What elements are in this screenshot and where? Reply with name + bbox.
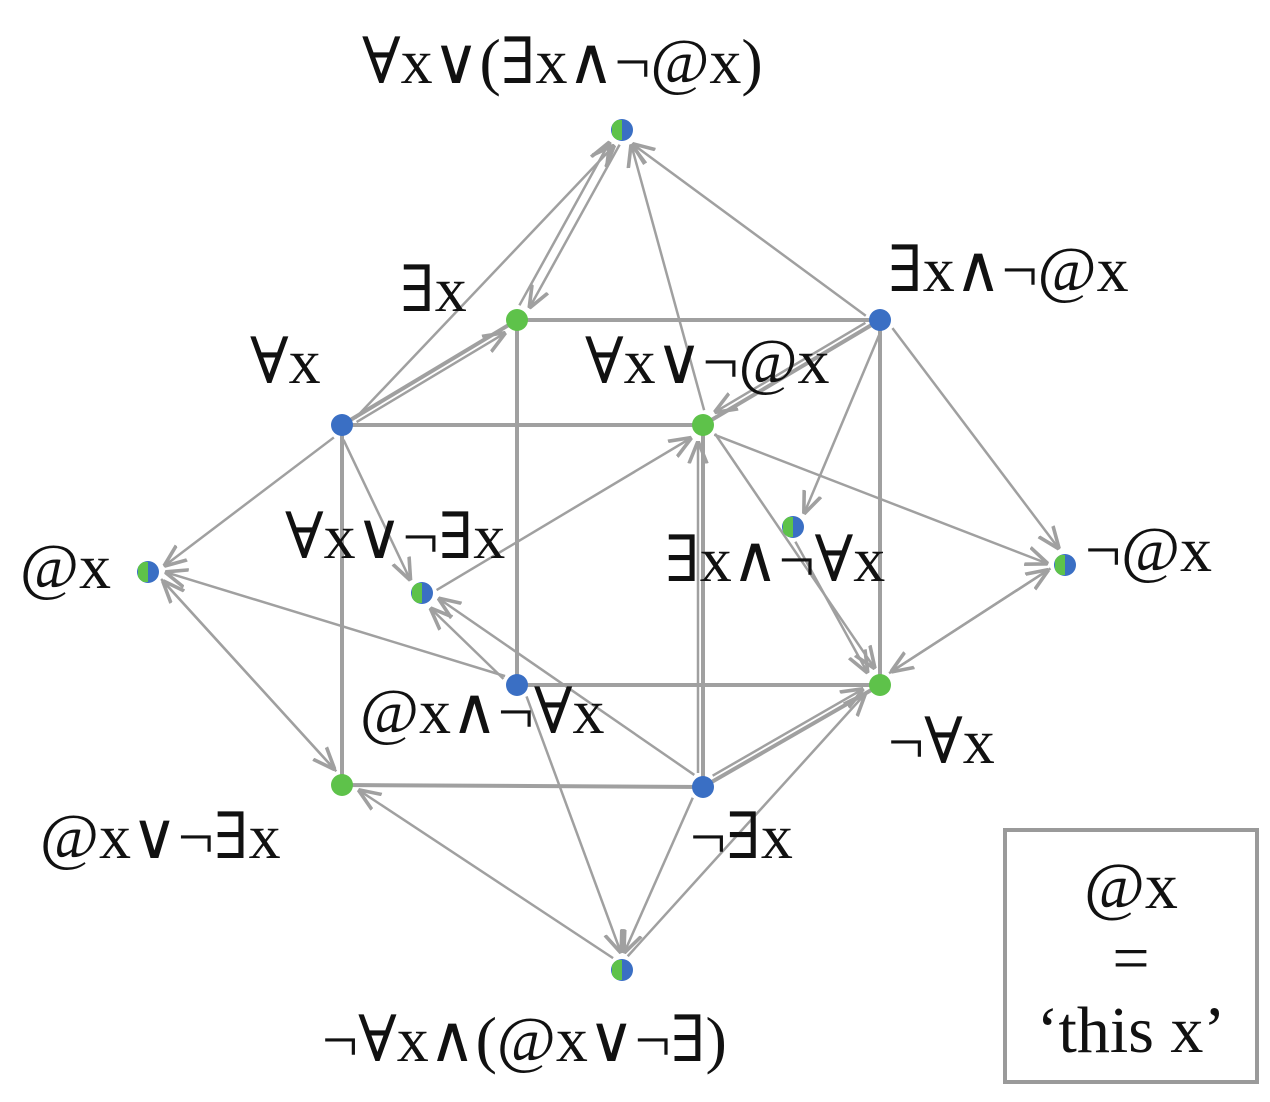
arrow-bot-atNE: [358, 790, 614, 960]
arrow-atNE-at: [162, 580, 338, 773]
node-NE: [692, 776, 714, 798]
node-label-EnNA: ∃x∧¬∀x: [665, 524, 886, 595]
arrow-A-E: [355, 333, 506, 424]
edge-A-E: [340, 318, 519, 427]
arrow-nat-NA: [891, 567, 1052, 672]
arrow-A-AvNE: [342, 439, 411, 581]
node-label-nat: ¬@x: [1085, 514, 1213, 585]
arrow-AN-NA: [713, 433, 875, 669]
legend-meaning: ‘this x’: [1036, 994, 1226, 1067]
node-EnNA: [782, 516, 804, 538]
node-label-bot: ¬∀x∧(@x∨¬∃): [322, 1004, 727, 1075]
arrow-E-top: [518, 142, 609, 306]
arrow-NE-AvNE: [438, 598, 696, 776]
arrow-AvNE-AN: [435, 438, 692, 592]
node-label-at: @x: [20, 531, 111, 602]
arrow-atNA-bot: [525, 695, 622, 953]
node-label-AvNE: ∀x∨¬∃x: [285, 501, 506, 572]
arrow-NE-bot: [624, 797, 694, 954]
arrow-atNA-at: [165, 572, 506, 678]
arrow-NE-NA: [712, 689, 864, 777]
node-label-atNA: @x∧¬∀x: [360, 676, 605, 747]
arrow-EN-AN: [714, 321, 867, 413]
arrow-A-at: [164, 436, 335, 566]
node-label-E: ∃x: [400, 254, 467, 325]
arrow-AN-nat: [713, 433, 1048, 564]
edge-NE-NA: [702, 683, 881, 789]
node-at: [137, 561, 159, 583]
arrow-EN-top: [632, 144, 867, 317]
arrow-AN-top: [631, 144, 706, 411]
arrow-top-E: [529, 144, 621, 309]
legend-box: @x = ‘this x’: [1003, 828, 1259, 1084]
node-top: [611, 119, 633, 141]
node-NA: [869, 674, 891, 696]
edge-atNE-NE: [341, 783, 704, 789]
node-label-NA: ¬∀x: [888, 706, 995, 777]
node-AvNE: [411, 582, 433, 604]
node-label-top: ∀x∨(∃x∧¬@x): [362, 26, 763, 97]
legend-symbol: @x: [1084, 850, 1178, 923]
node-bot: [611, 959, 633, 981]
node-label-AN: ∀x∨¬@x: [585, 326, 830, 397]
node-E: [506, 309, 528, 331]
arrow-EN-EnNA: [804, 334, 881, 514]
node-atNE: [331, 774, 353, 796]
node-label-NE: ¬∃x: [690, 801, 793, 872]
node-label-A: ∀x: [250, 326, 321, 397]
arrow-A-top: [354, 145, 614, 420]
node-AN: [692, 414, 714, 436]
node-nat: [1054, 554, 1076, 576]
legend-equals: =: [1112, 922, 1150, 995]
arrow-bot-NA: [626, 694, 866, 958]
node-EN: [869, 309, 891, 331]
node-label-atNE: @x∨¬∃x: [40, 801, 281, 872]
node-atNA: [506, 674, 528, 696]
node-A: [331, 414, 353, 436]
arrow-EN-nat: [891, 327, 1059, 549]
arrow-atNA-AvNE: [430, 608, 505, 680]
node-label-EN: ∃x∧¬@x: [888, 234, 1129, 305]
